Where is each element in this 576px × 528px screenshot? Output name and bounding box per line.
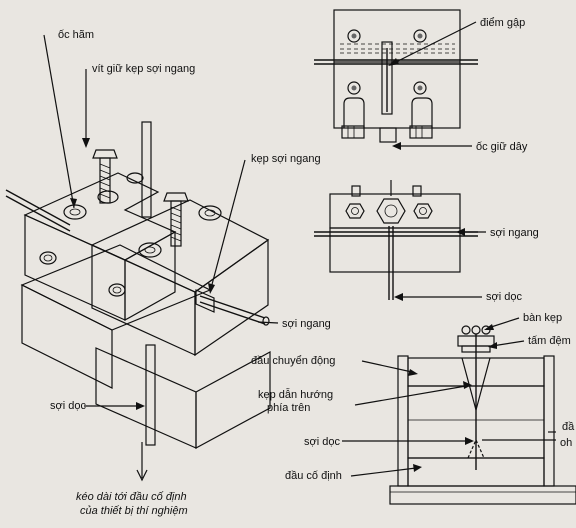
vertical-rod-top <box>141 121 152 218</box>
caption-extend-1: kéo dài tới đầu cố định <box>76 491 187 503</box>
label-weft-screw: vít giữ kẹp sợi ngang <box>92 63 195 75</box>
label-warp-yarn-bottom: sợi dọc <box>304 436 340 448</box>
test-rig-bottom <box>389 325 576 505</box>
top-view-middle <box>314 180 478 300</box>
screw-washer-right-icon <box>198 205 222 221</box>
weft-clamp-piece <box>195 289 215 313</box>
label-weft-yarn-left: sợi ngang <box>282 318 331 330</box>
yarn-left-in <box>5 189 71 226</box>
label-wire-nut: ốc giữ dây <box>476 141 528 153</box>
label-cut-1: đầ <box>562 421 575 433</box>
label-cut-2: oh <box>560 437 572 449</box>
label-moving-head: đầu chuyển động <box>251 355 335 367</box>
label-fold-point: điểm gập <box>480 17 525 29</box>
front-view-top <box>314 9 478 143</box>
upper-block-left <box>24 214 126 321</box>
label-weft-clamp-1: kẹp sợi ngang <box>251 153 321 165</box>
label-upper-guide-1: kẹp dẫn hướng <box>258 388 333 401</box>
lock-nut-left-icon <box>63 204 87 220</box>
label-pad: tấm đệm <box>528 335 571 347</box>
lock-nut-right-icon <box>138 242 162 258</box>
label-lock-nut: ốc hãm <box>58 29 94 41</box>
bolt-hole-left <box>39 251 57 265</box>
label-weft-yarn-right: sợi ngang <box>490 227 539 239</box>
vertical-rod-bottom <box>145 344 156 446</box>
screw-left-icon <box>92 149 118 204</box>
label-upper-guide-2: phía trên <box>267 402 310 414</box>
left-clamp-assembly <box>5 121 271 450</box>
label-clamp-plate: bàn kẹp <box>523 312 562 324</box>
label-fixed-head: đầu cố định <box>285 470 342 482</box>
caption-extend-2: của thiết bị thí nghiệm <box>80 505 188 517</box>
upper-block-right <box>91 244 196 356</box>
yarn-right-out <box>199 295 266 319</box>
screw-right-icon <box>163 192 189 247</box>
bolt-hole-right <box>108 283 126 297</box>
lower-block-left-front <box>21 284 113 389</box>
label-warp-yarn-right: sợi dọc <box>486 291 522 303</box>
label-warp-yarn-left: sợi dọc <box>50 400 86 412</box>
